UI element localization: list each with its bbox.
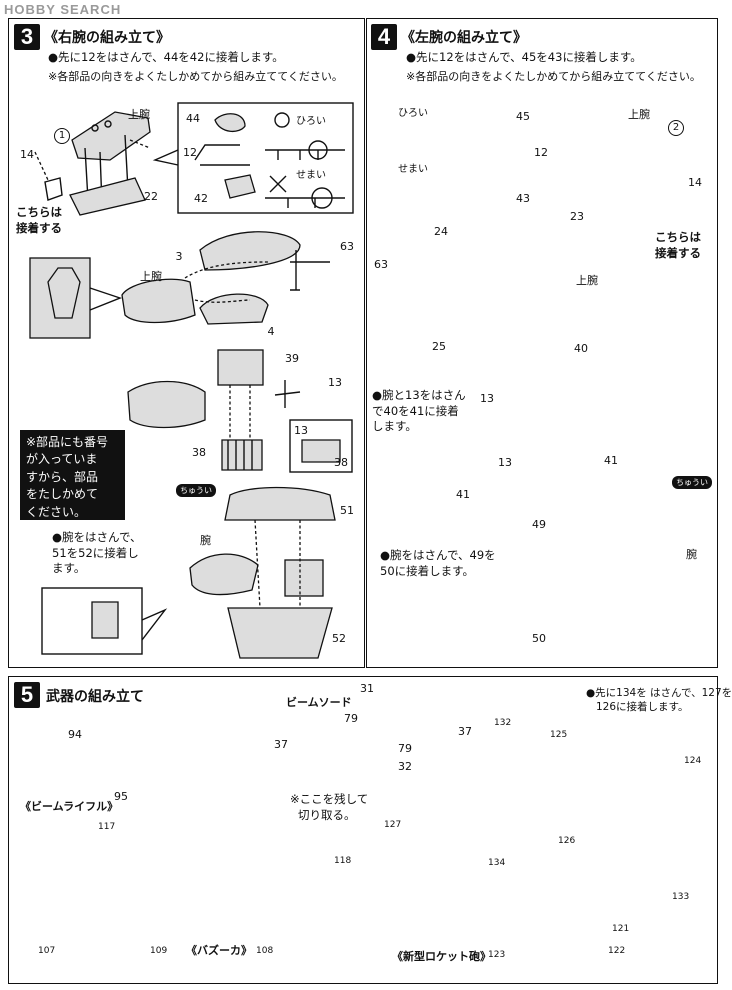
step3-instruction-2: ※各部品の向きをよくたしかめてから組み立ててください。 xyxy=(48,70,343,83)
arm-label-4: 腕 xyxy=(686,548,697,561)
part-51: 51 xyxy=(340,504,354,517)
part-134: 134 xyxy=(488,858,506,868)
step3-lower-drawing xyxy=(41,486,336,659)
part-49: 49 xyxy=(532,518,546,531)
part-13-4: 13 xyxy=(480,392,494,405)
step3-number: 3 xyxy=(14,24,40,50)
part-12-4: 12 xyxy=(534,146,548,159)
part-123: 123 xyxy=(488,950,506,960)
part-50: 50 xyxy=(532,632,546,645)
part-52: 52 xyxy=(332,632,346,645)
part-95: 95 xyxy=(114,790,128,803)
step3-callout-box xyxy=(152,102,354,214)
step3-instruction-1: ●先に12をはさんで、44を42に接着します。 xyxy=(48,50,284,64)
part-24: 24 xyxy=(434,225,448,238)
part-25: 25 xyxy=(432,340,446,353)
part-117: 117 xyxy=(98,822,116,832)
part-45: 45 xyxy=(516,110,530,123)
part-39: 39 xyxy=(285,352,299,365)
part-13: 13 xyxy=(328,376,342,389)
part-32: 32 xyxy=(398,760,412,773)
part-63: 63 xyxy=(340,240,354,253)
part-4: 4 xyxy=(267,325,275,338)
step4-panel xyxy=(366,18,718,668)
narrow-label-4: せまい xyxy=(398,164,428,175)
part-127: 127 xyxy=(384,820,402,830)
part-1: 1 xyxy=(54,128,70,144)
part-13-detail-4: 13 xyxy=(498,456,512,469)
part-2: 2 xyxy=(668,120,684,136)
step4-title: 《左腕の組み立て》 xyxy=(401,30,527,46)
caution-badge-4: ちゅうい xyxy=(672,476,712,489)
part-63-4: 63 xyxy=(374,258,388,271)
part-44: 44 xyxy=(186,112,200,125)
part-94: 94 xyxy=(68,728,82,741)
parts-number-note: ※部品にも番号が入っていますから、部品をたしかめてください。 xyxy=(20,430,125,520)
step3-elbow-drawing xyxy=(127,349,353,473)
watermark: HOBBY SEARCH xyxy=(4,2,122,17)
wide-label: ひろい xyxy=(296,116,326,127)
step3-arm-instruction: ●腕をはさんで、51を52に接着します。 xyxy=(52,530,142,576)
part-41: 41 xyxy=(604,454,618,467)
glue-here-text: こちらは接着する xyxy=(16,205,62,235)
rocket-label: 《新型ロケット砲》 xyxy=(392,950,491,963)
step4-instruction-1: ●先に12をはさんで、45を43に接着します。 xyxy=(406,50,642,64)
upper-arm-label-2: 上腕 xyxy=(140,270,162,283)
upper-arm-label-4b: 上腕 xyxy=(576,274,598,287)
part-37-a: 37 xyxy=(274,738,288,751)
bazooka-label: 《バズーカ》 xyxy=(186,944,252,957)
part-133: 133 xyxy=(672,892,690,902)
part-22: 22 xyxy=(144,190,158,203)
part-42: 42 xyxy=(194,192,208,205)
narrow-label: せまい xyxy=(296,170,326,181)
part-40: 40 xyxy=(574,342,588,355)
part-126: 126 xyxy=(558,836,576,846)
part-124: 124 xyxy=(684,756,702,766)
caution-badge: ちゅうい xyxy=(176,484,216,497)
beam-saber-label: ビームソード xyxy=(286,696,352,709)
part-109: 109 xyxy=(150,946,168,956)
part-38-detail: 38 xyxy=(334,456,348,469)
upper-arm-label: 上腕 xyxy=(128,108,150,121)
part-108: 108 xyxy=(256,946,274,956)
step3-forearm-drawing xyxy=(29,231,330,339)
part-38: 38 xyxy=(192,446,206,459)
beam-rifle-label: 《ビームライフル》 xyxy=(20,800,119,813)
part-132: 132 xyxy=(494,718,512,728)
step3-shoulder-drawing xyxy=(34,111,151,216)
step4-number: 4 xyxy=(371,24,397,50)
part-43: 43 xyxy=(516,192,530,205)
part-79-b: 79 xyxy=(398,742,412,755)
glue-here-text-4: こちらは接着する xyxy=(655,230,701,260)
part-118: 118 xyxy=(334,856,352,866)
part-107: 107 xyxy=(38,946,56,956)
part-37-b: 37 xyxy=(458,725,472,738)
arm-label: 腕 xyxy=(200,534,211,547)
wide-label-4: ひろい xyxy=(398,108,428,119)
part-12: 12 xyxy=(183,146,197,159)
part-122: 122 xyxy=(608,946,626,956)
step3-title: 《右腕の組み立て》 xyxy=(44,30,170,46)
part-121: 121 xyxy=(612,924,630,934)
part-79-a: 79 xyxy=(344,712,358,725)
part-13-detail: 13 xyxy=(294,424,308,437)
step5-number: 5 xyxy=(14,682,40,708)
part-14: 14 xyxy=(20,148,34,161)
cut-note: ※ここを残して切り取る。 xyxy=(290,792,369,822)
part-125: 125 xyxy=(550,730,568,740)
part-14-4: 14 xyxy=(688,176,702,189)
part-23: 23 xyxy=(570,210,584,223)
part-31: 31 xyxy=(360,682,374,695)
part-41-detail: 41 xyxy=(456,488,470,501)
step4-instruction-2: ※各部品の向きをよくたしかめてから組み立ててください。 xyxy=(406,70,701,83)
step5-title: 武器の組み立て xyxy=(46,689,144,705)
step5-panel xyxy=(8,676,718,984)
part-3: 3 xyxy=(175,250,183,263)
step4-arm-instruction-1: ●腕と13をはさんで40を41に接着します。 xyxy=(372,388,466,434)
upper-arm-label-4: 上腕 xyxy=(628,108,650,121)
